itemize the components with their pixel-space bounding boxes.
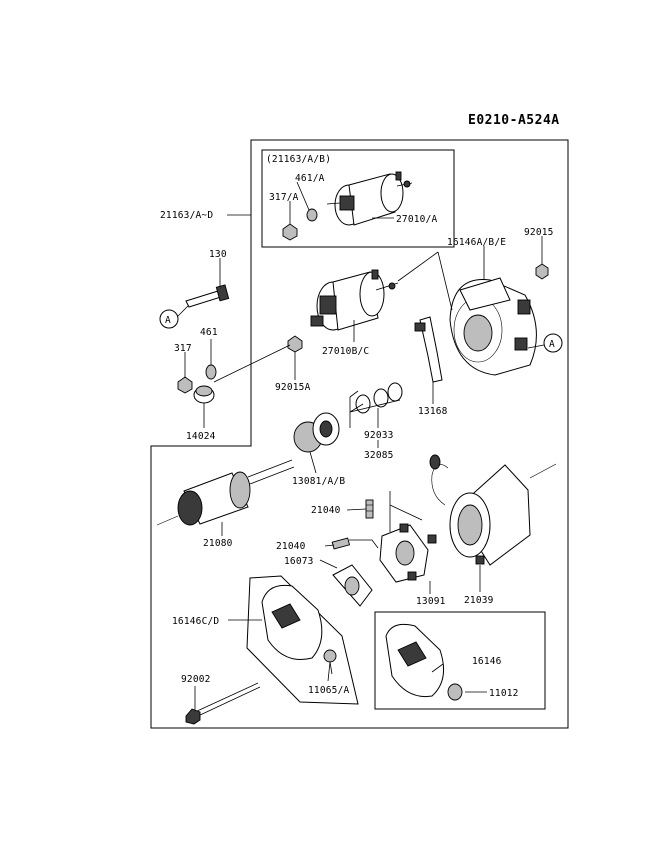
nut-92015a: [287, 335, 303, 353]
label-32085: 32085: [364, 450, 394, 461]
label-16146-c-d: 16146C/D: [172, 616, 219, 627]
label-92033: 92033: [364, 430, 394, 441]
label-461-a: 461/A: [295, 173, 325, 184]
label-21080: 21080: [203, 538, 233, 549]
label-317: 317: [174, 343, 192, 354]
bolt-130: [185, 284, 230, 308]
label-21039: 21039: [464, 595, 494, 606]
yoke: [427, 454, 557, 566]
label-13168: 13168: [418, 406, 448, 417]
rear-cover-16146: [385, 623, 445, 698]
label-11065-a: 11065/A: [308, 685, 350, 696]
label-13081-a-b: 13081/A/B: [292, 476, 345, 487]
shift-lever: [414, 316, 443, 383]
label-92015: 92015: [524, 227, 554, 238]
brush-holder: [379, 523, 429, 583]
washer-461: [205, 364, 217, 380]
label-21040-bottom: 21040: [276, 541, 306, 552]
end-cover-16146cd: [261, 584, 323, 660]
plate-16073: [332, 564, 373, 607]
label-16073: 16073: [284, 556, 314, 567]
ref-marker-a-right: A: [527, 333, 563, 353]
main-frame: [150, 139, 569, 729]
washer-92033-b: [373, 388, 389, 408]
armature: [156, 459, 295, 526]
label-461: 461: [200, 327, 218, 338]
washer-461-a: [306, 208, 318, 222]
washer-92033-c: [387, 382, 403, 402]
inset-box-solenoid: [261, 149, 455, 248]
label-13091: 13091: [416, 596, 446, 607]
label-92002: 92002: [181, 674, 211, 685]
label-21163-a-d: 21163/A~D: [160, 210, 213, 221]
label-21040-top: 21040: [311, 505, 341, 516]
nut-92015: [535, 263, 549, 280]
label-27010-b-c: 27010B/C: [322, 346, 369, 357]
pinion-gear: [293, 412, 340, 453]
label-27010-a: 27010/A: [396, 214, 438, 225]
svg-text:A: A: [549, 339, 555, 350]
svg-text:A: A: [165, 315, 171, 326]
ref-marker-a-left: A: [159, 305, 189, 329]
label-130: 130: [209, 249, 227, 260]
diagram-code: E0210-A524A: [468, 113, 560, 128]
part-labels: 21163/A~D 461/A 317/A 27010/A 16146A/B/E…: [160, 173, 554, 699]
through-bolt-92002: [185, 682, 261, 725]
label-16146: 16146: [472, 656, 502, 667]
brush-spring-bottom: [331, 537, 351, 550]
inset-box-rear-cover: [374, 611, 546, 710]
front-housing: [449, 277, 537, 376]
nut-317: [177, 376, 193, 394]
bolt-11012: [447, 683, 463, 701]
nut-317-a: [282, 223, 298, 241]
label-11012: 11012: [489, 688, 519, 699]
label-317-a: 317/A: [269, 192, 299, 203]
solenoid-main: [310, 269, 399, 331]
leader-lines: [184, 181, 543, 710]
label-92015a: 92015A: [275, 382, 311, 393]
solenoid-inset: [326, 171, 413, 226]
brush-spring-top: [365, 499, 374, 519]
label-14024: 14024: [186, 431, 216, 442]
inset-box-end-cover: [246, 575, 359, 705]
cap-14024: [193, 385, 215, 404]
label-16146-a-b-e: 16146A/B/E: [447, 237, 506, 248]
inset-header: (21163/A/B): [266, 154, 331, 165]
